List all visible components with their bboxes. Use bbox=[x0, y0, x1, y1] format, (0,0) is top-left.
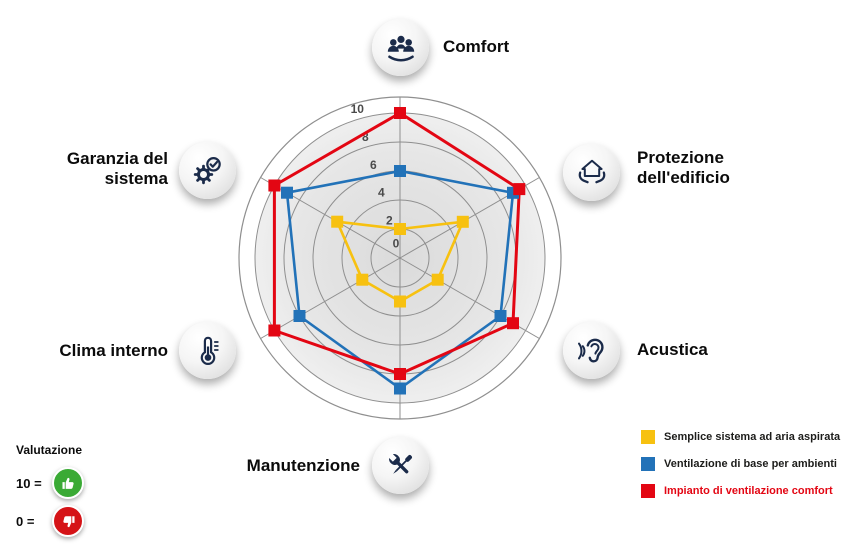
ring-label: 6 bbox=[370, 158, 377, 172]
rating-good-label: 10 = bbox=[16, 475, 42, 491]
data-point-marker bbox=[494, 310, 507, 322]
ring-label: 0 bbox=[393, 237, 400, 251]
axis-label-indoor-climate: Clima interno bbox=[59, 341, 168, 360]
data-point-marker bbox=[513, 183, 526, 196]
legend-item: Impianto di ventilazione comfort bbox=[641, 484, 840, 498]
data-point-marker bbox=[281, 186, 293, 199]
rating-bad-label: 0 = bbox=[16, 513, 35, 529]
data-point-marker bbox=[268, 179, 281, 192]
legend-swatch-blue bbox=[641, 457, 655, 471]
rating-row-bad: 0 = bbox=[16, 505, 84, 537]
data-point-marker bbox=[331, 215, 344, 228]
data-point-marker bbox=[394, 107, 406, 119]
acoustics-icon-badge bbox=[563, 322, 620, 379]
rating-title: Valutazione bbox=[16, 443, 83, 457]
data-point-marker bbox=[394, 382, 406, 395]
legend-label: Impianto di ventilazione comfort bbox=[664, 485, 833, 497]
ring-label: 4 bbox=[378, 186, 385, 200]
data-point-marker bbox=[507, 317, 519, 330]
legend-label: Semplice sistema ad aria aspirata bbox=[664, 431, 841, 443]
data-point-marker bbox=[431, 273, 444, 286]
system-warranty-icon-badge bbox=[179, 142, 236, 199]
crossed-tools-icon bbox=[388, 453, 412, 474]
gear-check-icon bbox=[193, 156, 221, 184]
thumbs-up-icon bbox=[52, 467, 84, 499]
axis-label-maintenance: Manutenzione bbox=[246, 456, 360, 475]
legend-label: Ventilazione di base per ambienti bbox=[664, 458, 837, 470]
data-point-marker bbox=[456, 215, 469, 228]
data-point-marker bbox=[394, 223, 406, 235]
indoor-climate-icon-badge bbox=[179, 322, 236, 379]
data-point-marker bbox=[394, 295, 406, 308]
legend-item: Ventilazione di base per ambienti bbox=[641, 457, 840, 471]
legend-item: Semplice sistema ad aria aspirata bbox=[641, 430, 840, 444]
ring-label: 2 bbox=[386, 214, 393, 228]
axis-label-building-protection: Protezione dell'edificio bbox=[637, 148, 730, 188]
legend-swatch-red bbox=[641, 484, 655, 498]
maintenance-icon-badge bbox=[372, 437, 429, 494]
house-in-hands-icon bbox=[578, 159, 605, 183]
legend: Semplice sistema ad aria aspirata Ventil… bbox=[641, 430, 840, 511]
ring-label: 8 bbox=[362, 130, 369, 144]
building-protection-icon-badge bbox=[563, 144, 620, 201]
comfort-icon-badge bbox=[372, 19, 429, 76]
legend-swatch-yellow bbox=[641, 430, 655, 444]
ear-icon bbox=[577, 338, 604, 363]
axis-label-comfort: Comfort bbox=[443, 37, 510, 56]
data-point-marker bbox=[394, 165, 406, 177]
ring-label: 10 bbox=[351, 102, 365, 116]
axis-spoke bbox=[260, 257, 401, 339]
data-point-marker bbox=[356, 273, 369, 286]
thumbs-down-icon bbox=[52, 505, 84, 537]
data-point-marker bbox=[268, 324, 281, 337]
rating-row-good: 10 = bbox=[16, 467, 84, 499]
data-point-marker bbox=[394, 368, 406, 380]
people-group-icon bbox=[387, 35, 414, 62]
data-point-marker bbox=[293, 310, 306, 322]
axis-label-acoustics: Acustica bbox=[637, 340, 708, 359]
rating-key: Valutazione 10 = 0 = bbox=[16, 443, 84, 543]
axis-label-system-warranty: Garanzia del sistema bbox=[66, 149, 168, 189]
thermometer-icon bbox=[200, 336, 219, 365]
